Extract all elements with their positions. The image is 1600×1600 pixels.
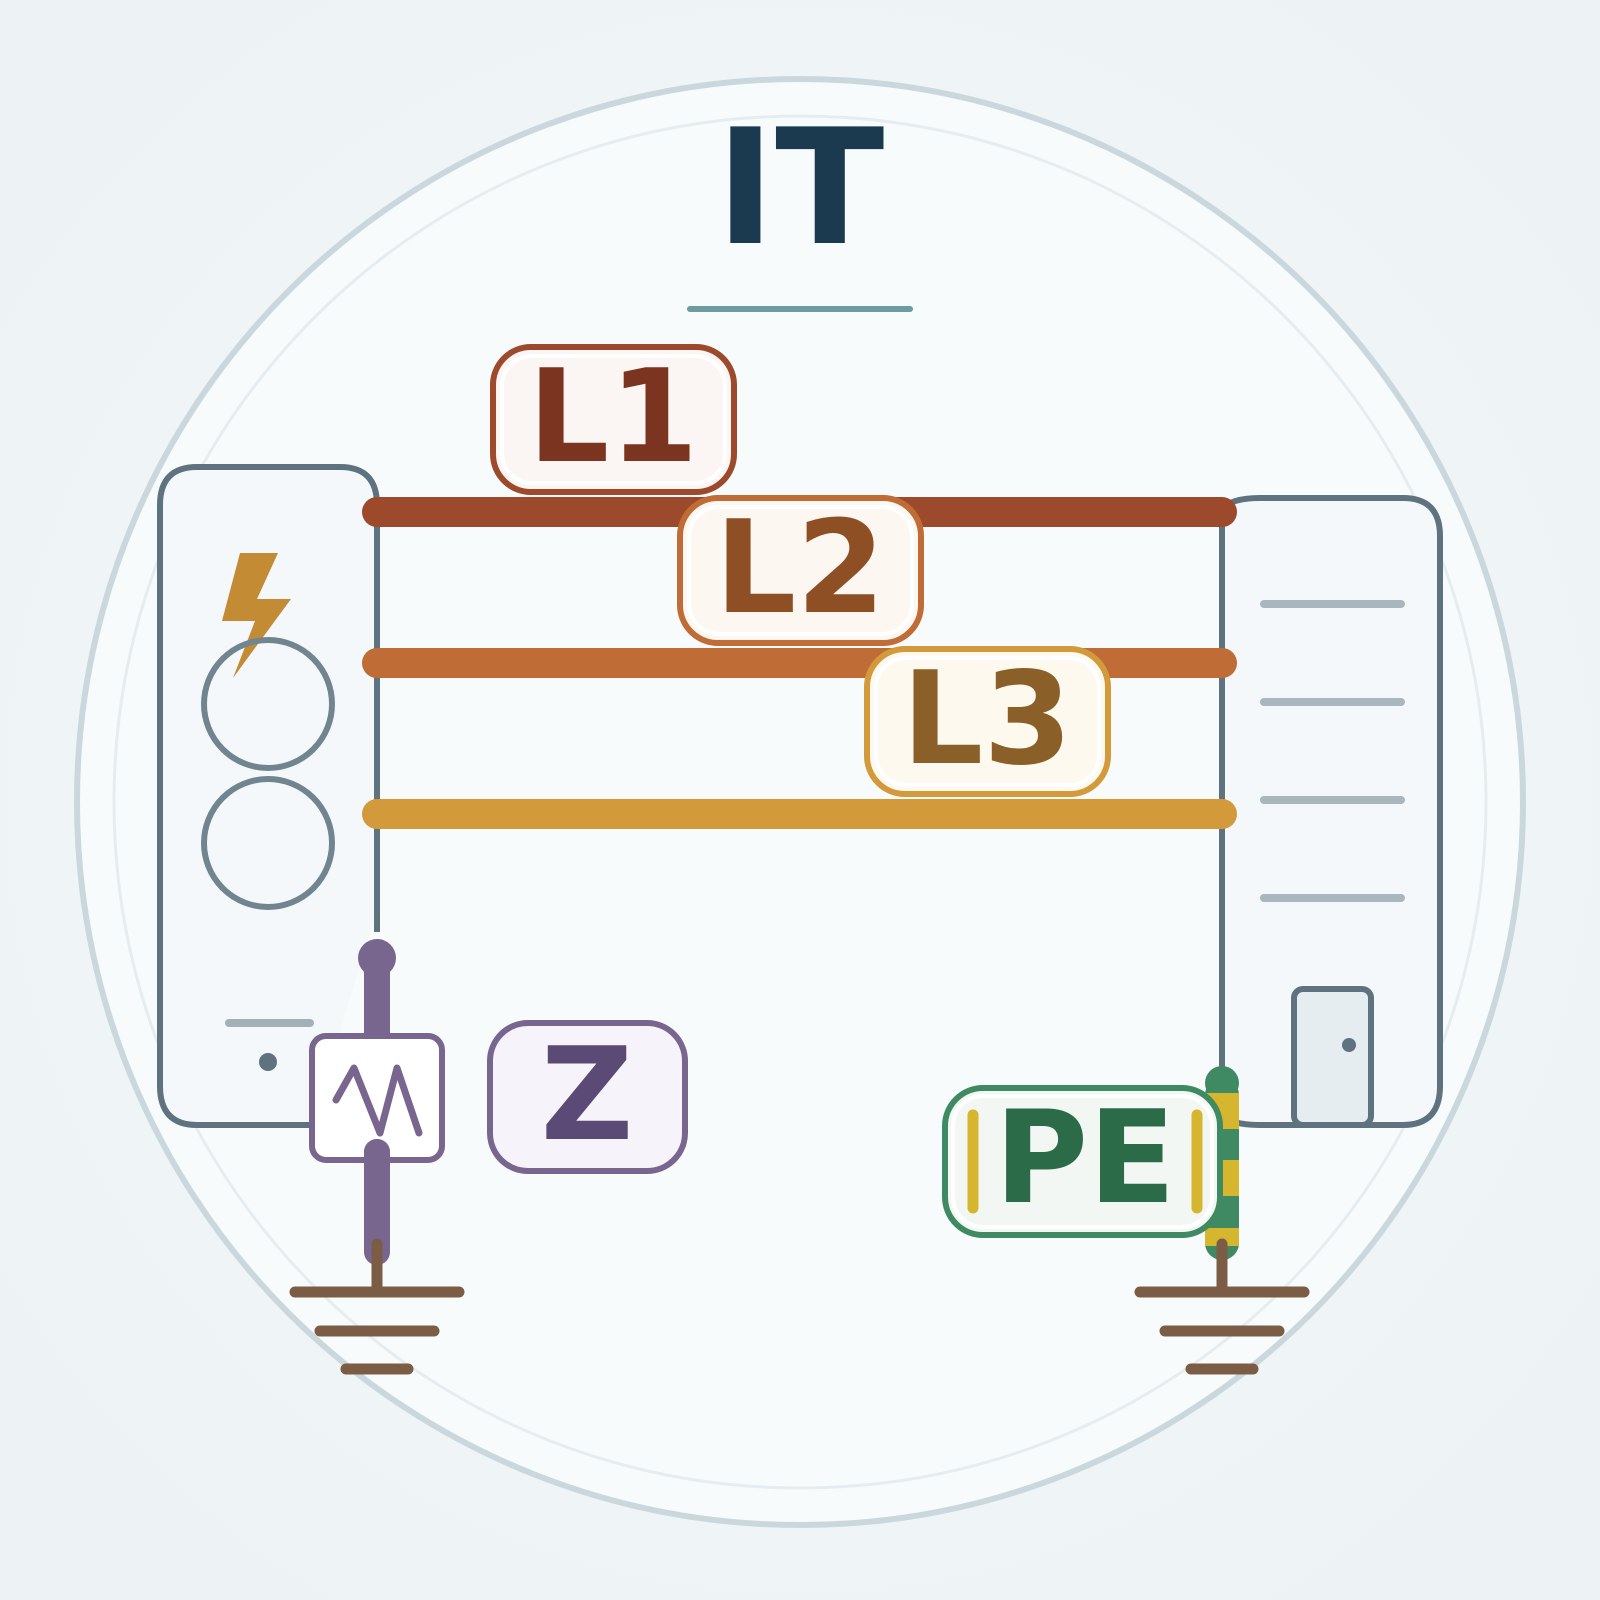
source-transformer bbox=[157, 464, 380, 1128]
impedance-resistor-icon bbox=[332, 1064, 423, 1137]
label-l1: L1 bbox=[490, 343, 737, 495]
inner-ring bbox=[112, 114, 1488, 1490]
label-z: Z bbox=[487, 1020, 688, 1174]
impedance-node bbox=[358, 939, 396, 977]
source-indicator-dot bbox=[259, 1053, 277, 1071]
label-l2: L2 bbox=[677, 494, 924, 646]
cabinet-box bbox=[1219, 495, 1443, 1128]
label-l2-box bbox=[677, 495, 924, 646]
label-pe: PE bbox=[942, 1084, 1223, 1238]
label-l3-box bbox=[864, 646, 1111, 797]
transformer-winding-icon bbox=[201, 776, 335, 910]
transformer-winding-icon bbox=[201, 637, 335, 771]
impedance-earth-path bbox=[309, 939, 445, 1265]
label-l3: L3 bbox=[864, 645, 1111, 797]
label-pe-box bbox=[942, 1085, 1223, 1238]
label-l3-text: L3 bbox=[902, 645, 1073, 794]
source-box bbox=[157, 464, 380, 1128]
label-z-text: Z bbox=[541, 1021, 634, 1170]
ground-icon bbox=[1134, 1238, 1310, 1375]
label-l2-text: L2 bbox=[715, 494, 886, 643]
door-knob-icon bbox=[1342, 1038, 1356, 1052]
label-l1-text: L1 bbox=[528, 343, 699, 492]
lightning-icon bbox=[222, 553, 291, 678]
ground-icon bbox=[289, 1238, 465, 1375]
label-z-box bbox=[487, 1020, 688, 1174]
cabinet-door-icon bbox=[1291, 986, 1374, 1128]
label-pe-text: PE bbox=[994, 1084, 1175, 1233]
consumer-cabinet bbox=[1219, 495, 1443, 1128]
label-l1-box bbox=[490, 344, 737, 495]
diagram-title: IT bbox=[716, 94, 885, 281]
